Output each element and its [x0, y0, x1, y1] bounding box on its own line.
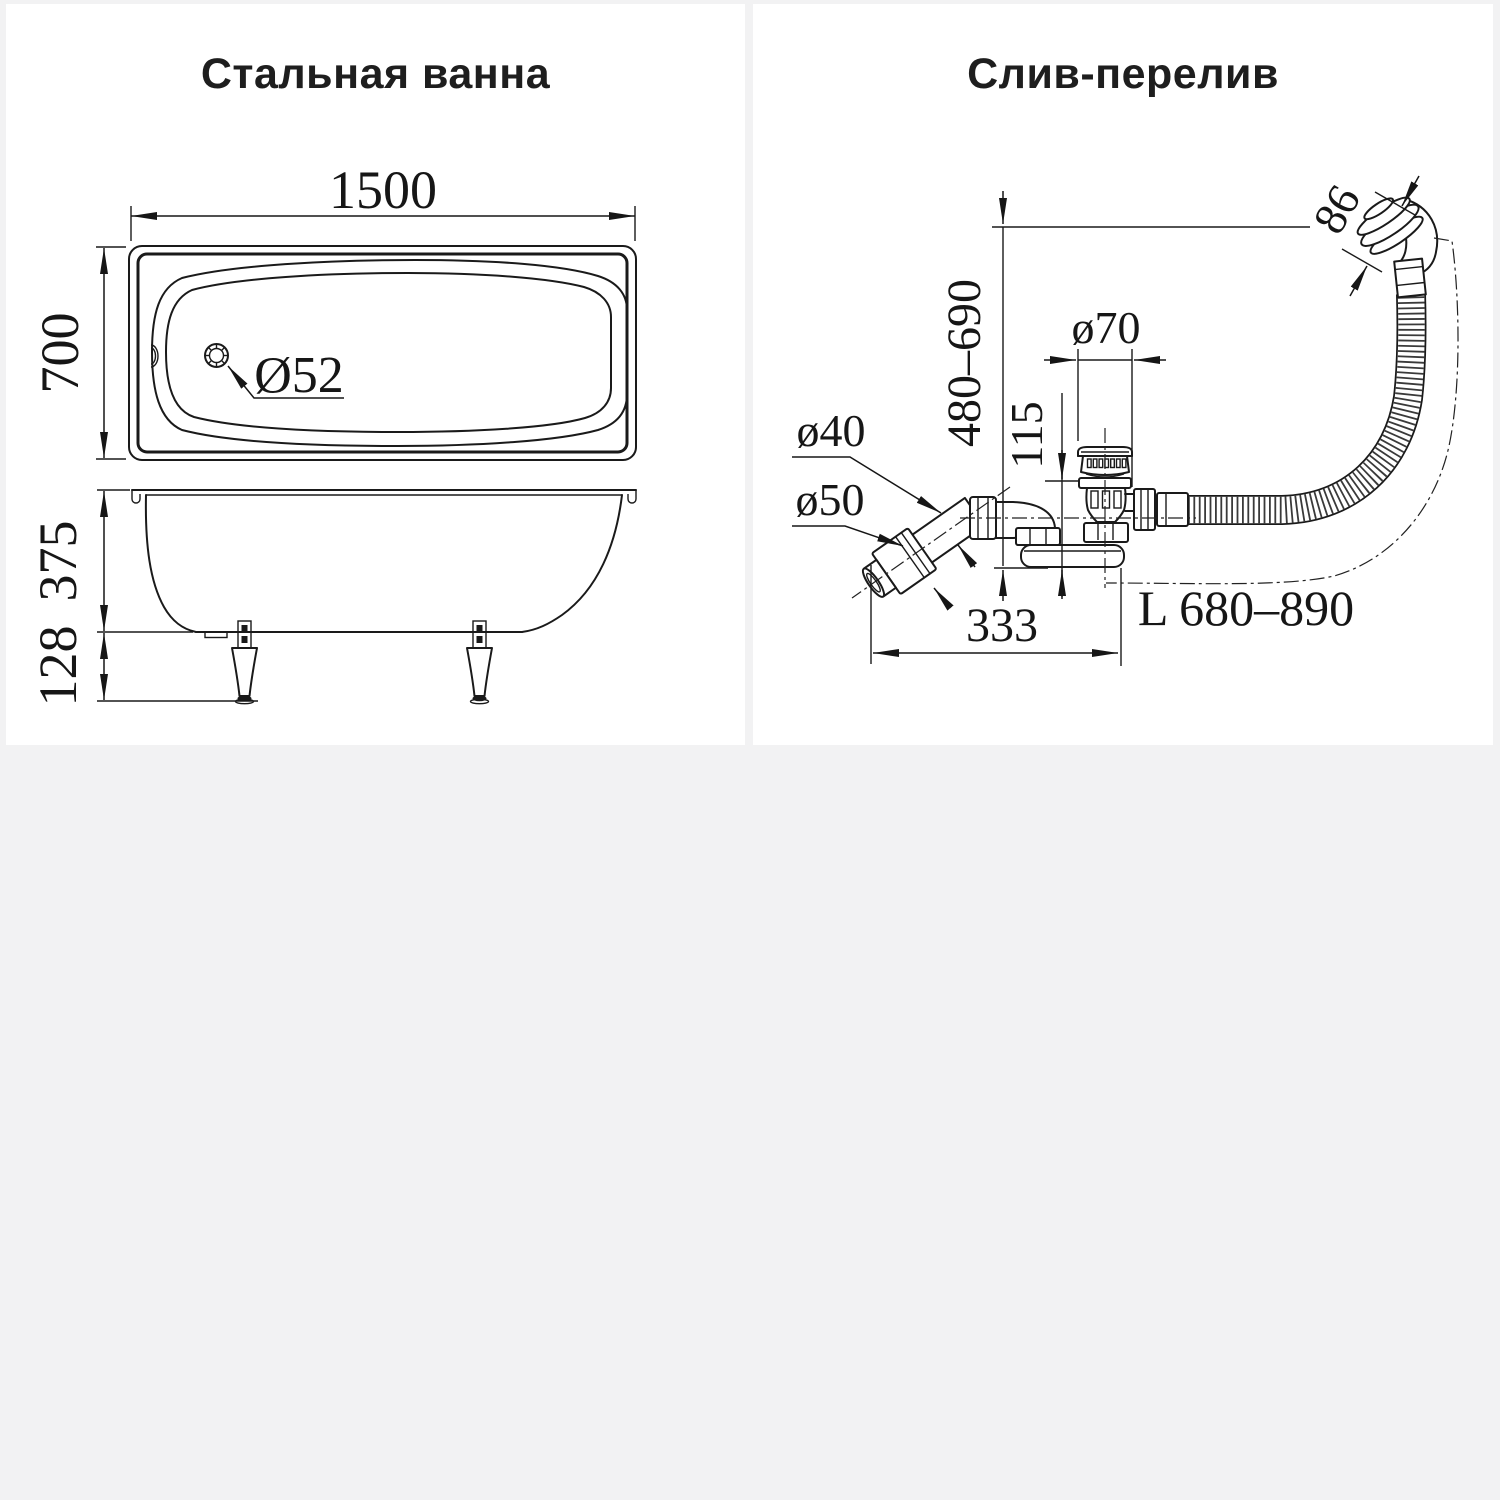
overflow-head [1356, 196, 1439, 299]
drain-panel: Слив-перелив [753, 4, 1493, 745]
dim-width: 700 [30, 313, 90, 394]
dim-cap-diameter: ø70 [1072, 302, 1141, 353]
tub-leg-right [466, 620, 493, 705]
bathtub-drawing: 1500 700 Ø52 375 128 [28, 160, 637, 707]
dim-length: 1500 [329, 160, 437, 220]
dim-body-height: 115 [1001, 401, 1052, 468]
dim-drain: Ø52 [254, 347, 344, 404]
drain-boss [204, 631, 228, 639]
overflow-branch-pipe [969, 496, 1061, 546]
bathtub-panel: Стальная ванна [6, 4, 745, 745]
bathtub-dimensions: 1500 700 Ø52 375 128 [28, 160, 636, 707]
dim-pipe-diameter: ø40 [797, 405, 866, 456]
bathtub-title: Стальная ванна [200, 50, 551, 98]
dim-horizontal-offset: 333 [966, 599, 1038, 652]
left-flange-nut [1015, 527, 1061, 546]
waste-flange [1020, 544, 1125, 568]
dim-hose-length: L 680–890 [1138, 580, 1354, 636]
corrugated-hose [1188, 293, 1427, 525]
overflow-notch [150, 344, 159, 368]
drain-hole [204, 343, 229, 368]
tub-leg-left [231, 620, 258, 705]
hose-connection [1124, 488, 1189, 531]
dim-height-range: 480–690 [938, 279, 991, 447]
bathtub-top-view [128, 245, 637, 461]
drain-title: Слив-перелив [967, 50, 1279, 98]
dim-outlet-diameter: ø50 [796, 474, 865, 525]
dim-leg-height: 128 [28, 626, 88, 707]
drain-drawing: 480–690 115 ø70 86 ø40 [792, 175, 1459, 666]
centerlines [851, 237, 1459, 599]
dim-depth: 375 [28, 521, 88, 602]
hose-nipple [1393, 257, 1427, 299]
drain-dimensions: 480–690 115 ø70 86 ø40 [792, 175, 1420, 666]
hose-length-path [1105, 237, 1459, 585]
bathtub-side-view [131, 489, 637, 705]
